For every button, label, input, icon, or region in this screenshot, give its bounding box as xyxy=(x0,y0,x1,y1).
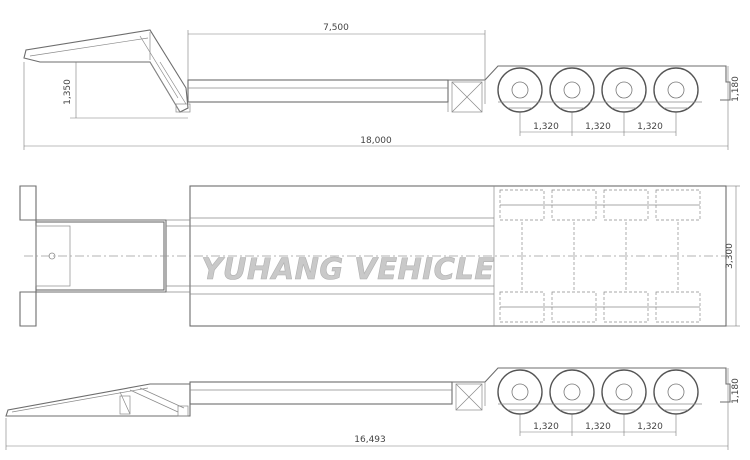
bottom-rear-wheels xyxy=(497,369,702,415)
dim-overall-length: 18,000 xyxy=(360,136,392,146)
dim-deck-length: 7,500 xyxy=(323,23,349,33)
axle-pads xyxy=(499,189,701,323)
rear-wheels xyxy=(497,67,702,113)
dim-axle-spacing-1: 1,320 xyxy=(533,122,559,132)
dim-bottom-axle-spacing-2: 1,320 xyxy=(585,422,611,432)
dim-axle-spacing-2: 1,320 xyxy=(585,122,611,132)
dim-bottom-axle-spacing-1: 1,320 xyxy=(533,422,559,432)
dim-gooseneck-height: 1,350 xyxy=(63,79,73,105)
top-view: 3,300 xyxy=(19,185,740,327)
dim-overall-width: 3,300 xyxy=(725,243,735,269)
side-view: 7,500 1,350 1,180 1,320 1,320 1,320 18,0… xyxy=(23,23,741,150)
dim-bottom-axle-spacing-3: 1,320 xyxy=(637,422,663,432)
dim-bottom-overall-length: 16,493 xyxy=(354,435,386,445)
brand-watermark: YUHANG VEHICLE xyxy=(201,252,494,286)
dim-axle-spacing-3: 1,320 xyxy=(637,122,663,132)
dim-rear-height: 1,180 xyxy=(731,76,741,102)
dim-bottom-rear-height: 1,180 xyxy=(731,378,741,404)
bottom-side-view: 1,180 1,320 1,320 1,320 16,493 xyxy=(5,367,741,450)
